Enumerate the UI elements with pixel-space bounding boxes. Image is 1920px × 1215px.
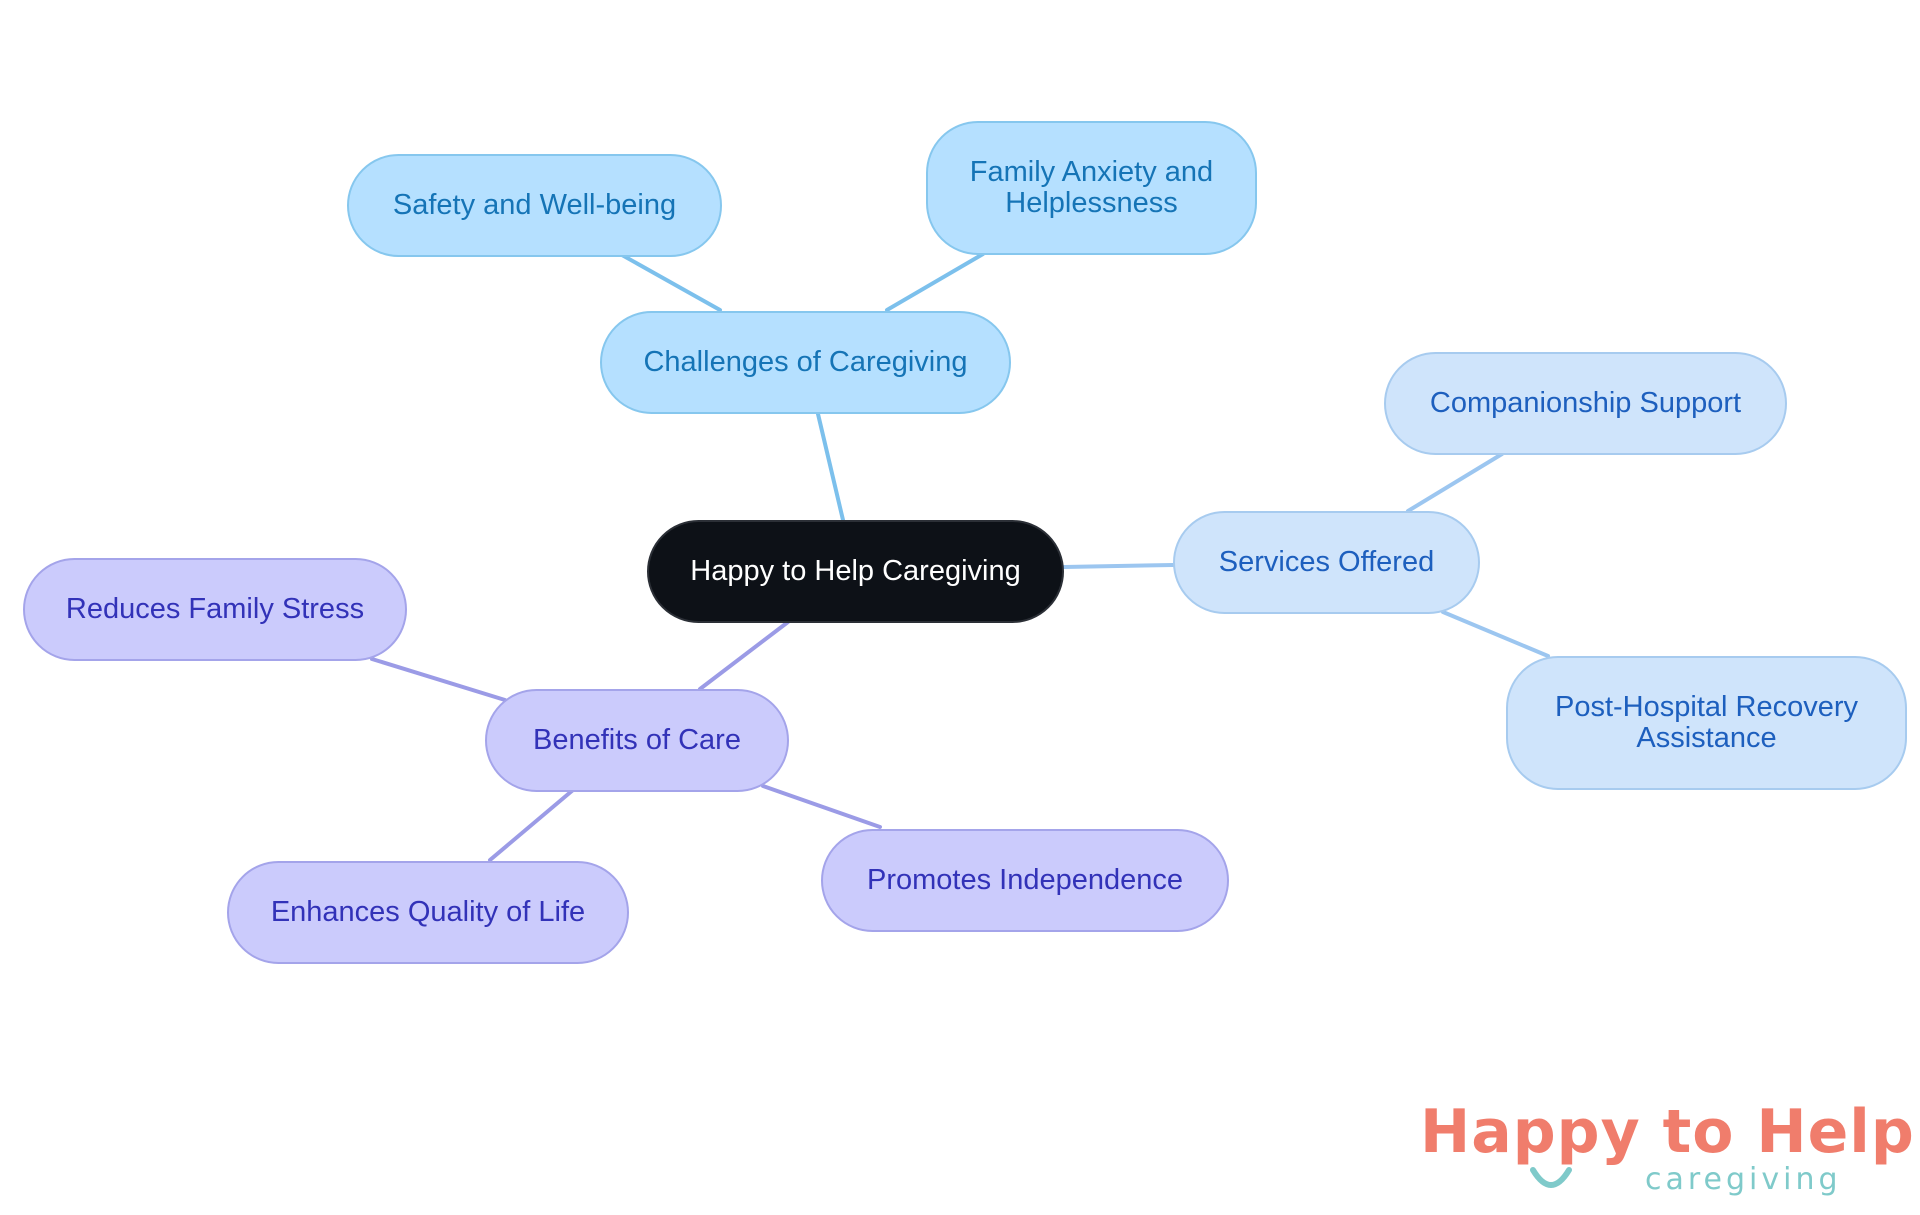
branch-node-challenges[interactable]: Challenges of Caregiving	[600, 311, 1011, 414]
branch-node-benefits[interactable]: Benefits of Care	[485, 689, 789, 792]
edge-challenges-family-anxiety	[885, 252, 985, 312]
edge-services-post-hospital	[1441, 610, 1550, 658]
edge-challenges-safety	[620, 253, 722, 312]
leaf-node-independence[interactable]: Promotes Independence	[821, 829, 1229, 932]
leaf-node-quality-of-life[interactable]: Enhances Quality of Life	[227, 861, 629, 964]
edge-root-challenges	[816, 412, 845, 522]
leaf-node-post-hospital[interactable]: Post-Hospital Recovery Assistance	[1506, 656, 1907, 790]
brand-logo: Happy to Help caregiving	[1420, 1100, 1914, 1210]
edge-root-services	[1062, 563, 1175, 569]
leaf-node-family-anxiety[interactable]: Family Anxiety and Helplessness	[926, 121, 1257, 255]
branch-node-services[interactable]: Services Offered	[1173, 511, 1480, 614]
leaf-node-companionship[interactable]: Companionship Support	[1384, 352, 1787, 455]
edge-benefits-quality-of-life	[488, 788, 575, 862]
edge-root-benefits	[698, 620, 790, 691]
edge-services-companionship	[1406, 452, 1504, 513]
edge-benefits-reduces-stress	[370, 657, 507, 702]
logo-brand-text: Happy to Help	[1420, 1097, 1915, 1167]
leaf-node-safety[interactable]: Safety and Well-being	[347, 154, 722, 257]
smile-icon	[1530, 1167, 1572, 1188]
leaf-node-reduces-stress[interactable]: Reduces Family Stress	[23, 558, 407, 661]
root-node[interactable]: Happy to Help Caregiving	[647, 520, 1064, 623]
edge-benefits-independence	[761, 784, 882, 829]
logo-tagline-text: caregiving	[1645, 1162, 1842, 1197]
